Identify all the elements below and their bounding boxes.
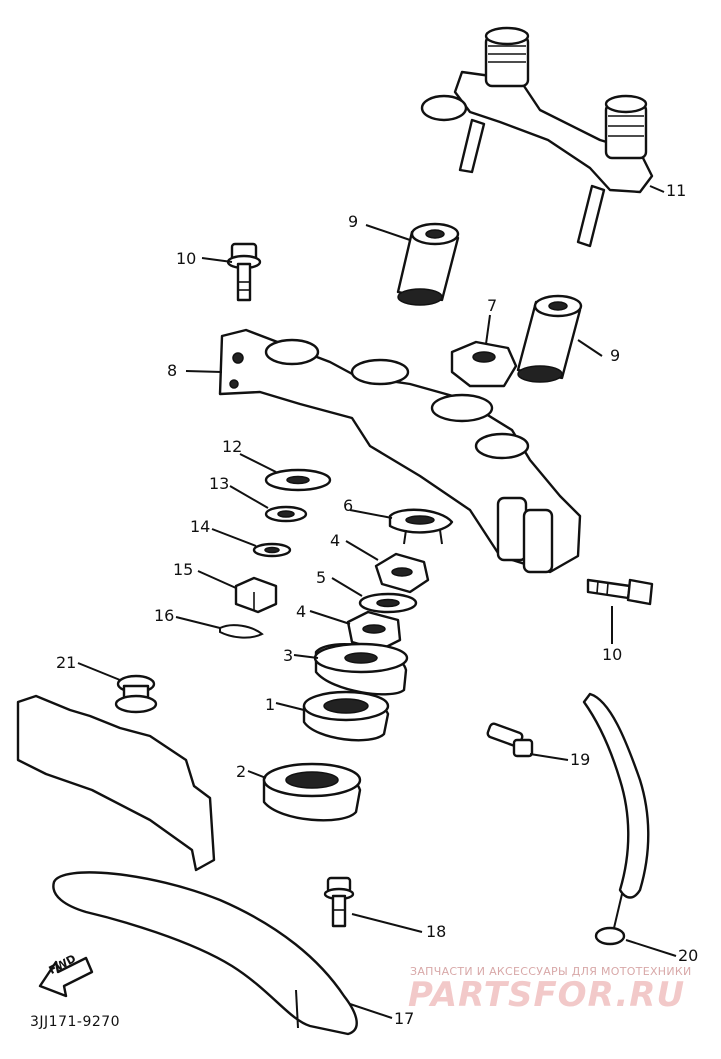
part-9-damper-upper	[396, 222, 460, 306]
part-19-clamp	[486, 722, 534, 758]
callout-4-upper: 4	[330, 531, 341, 550]
callout-3: 3	[283, 646, 294, 665]
part-10-bolt-upper	[226, 242, 262, 302]
part-20-cap	[594, 926, 626, 946]
callout-7: 7	[487, 296, 498, 315]
callout-9-lower: 9	[610, 346, 621, 365]
part-11-handlebar-holder	[420, 26, 654, 248]
part-8-under-bracket	[218, 328, 582, 574]
callout-6: 6	[343, 496, 354, 515]
part-18-bolt	[323, 876, 355, 928]
callout-13: 13	[209, 474, 230, 493]
leader-lines	[77, 185, 677, 1019]
part-10-bolt-lower	[586, 578, 654, 606]
callout-14: 14	[190, 517, 211, 536]
callout-21: 21	[56, 653, 77, 672]
callout-20: 20	[678, 946, 699, 965]
callout-19: 19	[570, 750, 591, 769]
watermark-tagline: ЗАПЧАСТИ И АКСЕССУАРЫ ДЛЯ МОТОТЕХНИКИ	[410, 965, 692, 978]
bracket-plate	[16, 694, 216, 872]
part-16-cotter-pin	[219, 624, 264, 639]
watermark-logo: PARTSFOR.RU	[408, 975, 686, 1015]
callout-18: 18	[426, 922, 447, 941]
brake-hose	[582, 692, 650, 899]
callout-5: 5	[316, 568, 327, 587]
part-21-grommet	[114, 674, 158, 714]
callout-15: 15	[173, 560, 194, 579]
part-13-washer	[264, 505, 308, 523]
diagram-code: 3JJ171-9270	[30, 1014, 121, 1030]
callout-11: 11	[666, 181, 687, 200]
part-7-nut	[450, 340, 518, 388]
callout-17: 17	[394, 1009, 415, 1028]
callout-2: 2	[236, 762, 247, 781]
part-5-washer	[358, 592, 418, 614]
fwd-arrow-icon	[38, 956, 94, 998]
callout-12: 12	[222, 437, 243, 456]
callout-16: 16	[154, 606, 175, 625]
callout-1: 1	[265, 695, 276, 714]
part-6-lock-washer	[388, 508, 454, 545]
part-17-fender	[52, 871, 358, 1036]
callout-8: 8	[167, 361, 178, 380]
callout-10-lower: 10	[602, 645, 623, 664]
callout-9-upper: 9	[348, 212, 359, 231]
part-9-damper-lower	[516, 294, 583, 383]
part-14-lock-washer	[252, 542, 292, 558]
part-3-dust-seal	[313, 642, 409, 696]
part-4-ring-nut-lower	[346, 610, 402, 652]
part-12-washer	[264, 468, 332, 492]
callout-4-lower: 4	[296, 602, 307, 621]
part-1-bearing	[302, 690, 390, 742]
part-15-nut	[234, 576, 278, 614]
callout-10-upper: 10	[176, 249, 197, 268]
part-4-ring-nut-upper	[374, 552, 430, 594]
part-2-bearing	[262, 762, 362, 822]
